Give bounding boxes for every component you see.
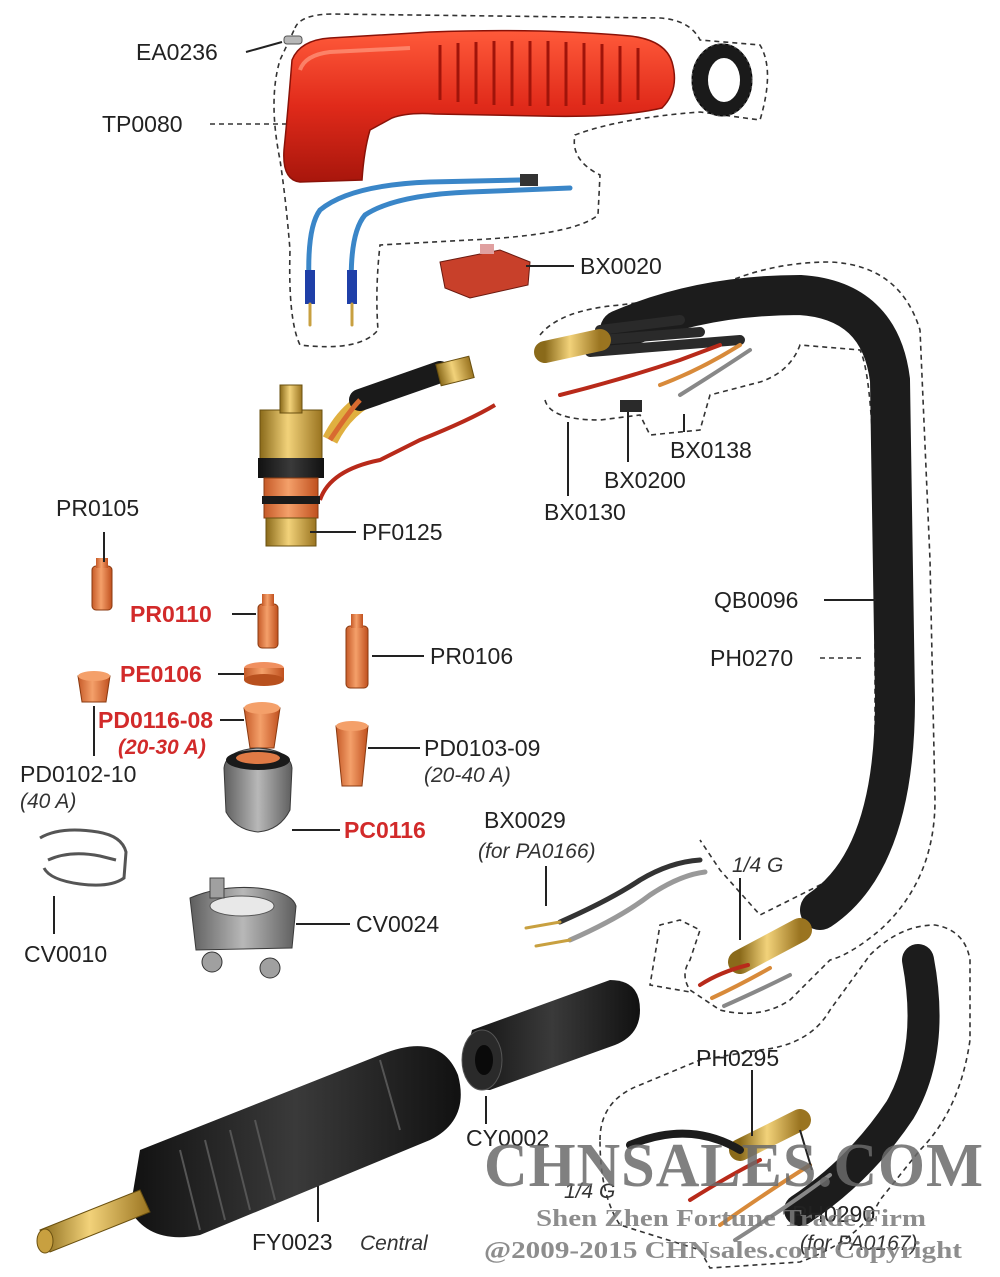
- cable-end-connector: [698, 918, 812, 1008]
- label-pr0105: PR0105: [56, 495, 139, 521]
- label-bx0029-sub: (for PA0166): [478, 840, 596, 863]
- central-connector-fy0023: [36, 1046, 461, 1254]
- label-cv0010: CV0010: [24, 941, 107, 967]
- label-cv0024: CV0024: [356, 911, 439, 937]
- label-ph0295: PH0295: [696, 1045, 779, 1071]
- nozzle-pd0102: [77, 671, 111, 703]
- label-ph0270: PH0270: [710, 645, 793, 671]
- label-tp0080: TP0080: [102, 111, 183, 137]
- torch-head-pf0125: [258, 355, 497, 547]
- watermark-brand: CHNSALES.COM: [484, 1132, 984, 1200]
- label-ea0236: EA0236: [136, 39, 218, 65]
- label-ph0290: PH0290: [792, 1201, 875, 1227]
- label-pc0116: PC0116: [344, 817, 426, 843]
- label-bx0020: BX0020: [580, 253, 662, 279]
- label-cy0002: CY0002: [466, 1125, 549, 1151]
- leader-lines: [53, 41, 876, 1222]
- label-pd0103-sub: (20-40 A): [424, 764, 511, 787]
- label-quarter-g-upper: 1/4 G: [732, 854, 783, 877]
- spacer-spring-cv0010: [39, 828, 128, 887]
- watermark-copyright: @2009-2015 CHNsales.com Copyright: [484, 1238, 962, 1264]
- connector-bx0200: [620, 400, 642, 412]
- label-pd0103: PD0103-09: [424, 735, 540, 761]
- cable-inner-outline: [544, 344, 876, 916]
- label-pr0110: PR0110: [130, 601, 212, 627]
- label-quarter-g-lower: 1/4 G: [564, 1180, 615, 1203]
- torch-handle-tp0080: [283, 29, 676, 183]
- label-pf0125: PF0125: [362, 519, 443, 545]
- part-labels: EA0236 TP0080 BX0020 BX0138 BX0200 BX013…: [20, 39, 918, 1255]
- label-pd0116-sub: (20-30 A): [118, 736, 206, 759]
- lower-cable-group-outline: [599, 924, 971, 1269]
- label-bx0200: BX0200: [604, 467, 686, 493]
- swirl-ring-pe0106: [244, 662, 284, 686]
- label-pd0102: PD0102-10: [20, 761, 136, 787]
- label-pe0106: PE0106: [120, 661, 202, 687]
- screw-ea0236: [283, 35, 303, 45]
- retaining-cap-cv0024: [189, 877, 297, 979]
- cable-qb0096: [534, 274, 916, 930]
- shield-cup-pc0116: [223, 747, 293, 833]
- watermark-company: Shen Zhen Fortune Trade Firm: [536, 1206, 926, 1232]
- label-bx0138: BX0138: [670, 437, 752, 463]
- label-qb0096: QB0096: [714, 587, 798, 613]
- handle-ring: [691, 43, 753, 117]
- electrode-pr0110: [257, 594, 279, 649]
- label-pd0102-sub: (40 A): [20, 790, 76, 813]
- label-pr0106: PR0106: [430, 643, 513, 669]
- switch-wires: [305, 174, 573, 327]
- sleeve-cy0002: [461, 980, 640, 1091]
- wires-bx0029: [524, 857, 708, 948]
- switch-bx0020: [439, 244, 531, 299]
- label-bx0130: BX0130: [544, 499, 626, 525]
- label-bx0029: BX0029: [484, 807, 566, 833]
- label-pd0116: PD0116-08: [98, 707, 213, 733]
- label-fy0023: FY0023: [252, 1229, 333, 1255]
- cable-ph0290: [626, 944, 940, 1242]
- label-ph0290-sub: (for PA0167): [800, 1232, 918, 1255]
- electrode-pr0105: [91, 558, 113, 611]
- nozzle-pd0103: [335, 721, 369, 787]
- nozzle-pd0116: [243, 702, 281, 749]
- watermark: CHNSALES.COM Shen Zhen Fortune Trade Fir…: [484, 1132, 984, 1264]
- electrode-pr0106: [345, 614, 369, 689]
- handle-group-outline: [273, 13, 769, 348]
- handle-grip-ribs: [438, 41, 640, 106]
- label-fy0023-sub: Central: [360, 1232, 429, 1255]
